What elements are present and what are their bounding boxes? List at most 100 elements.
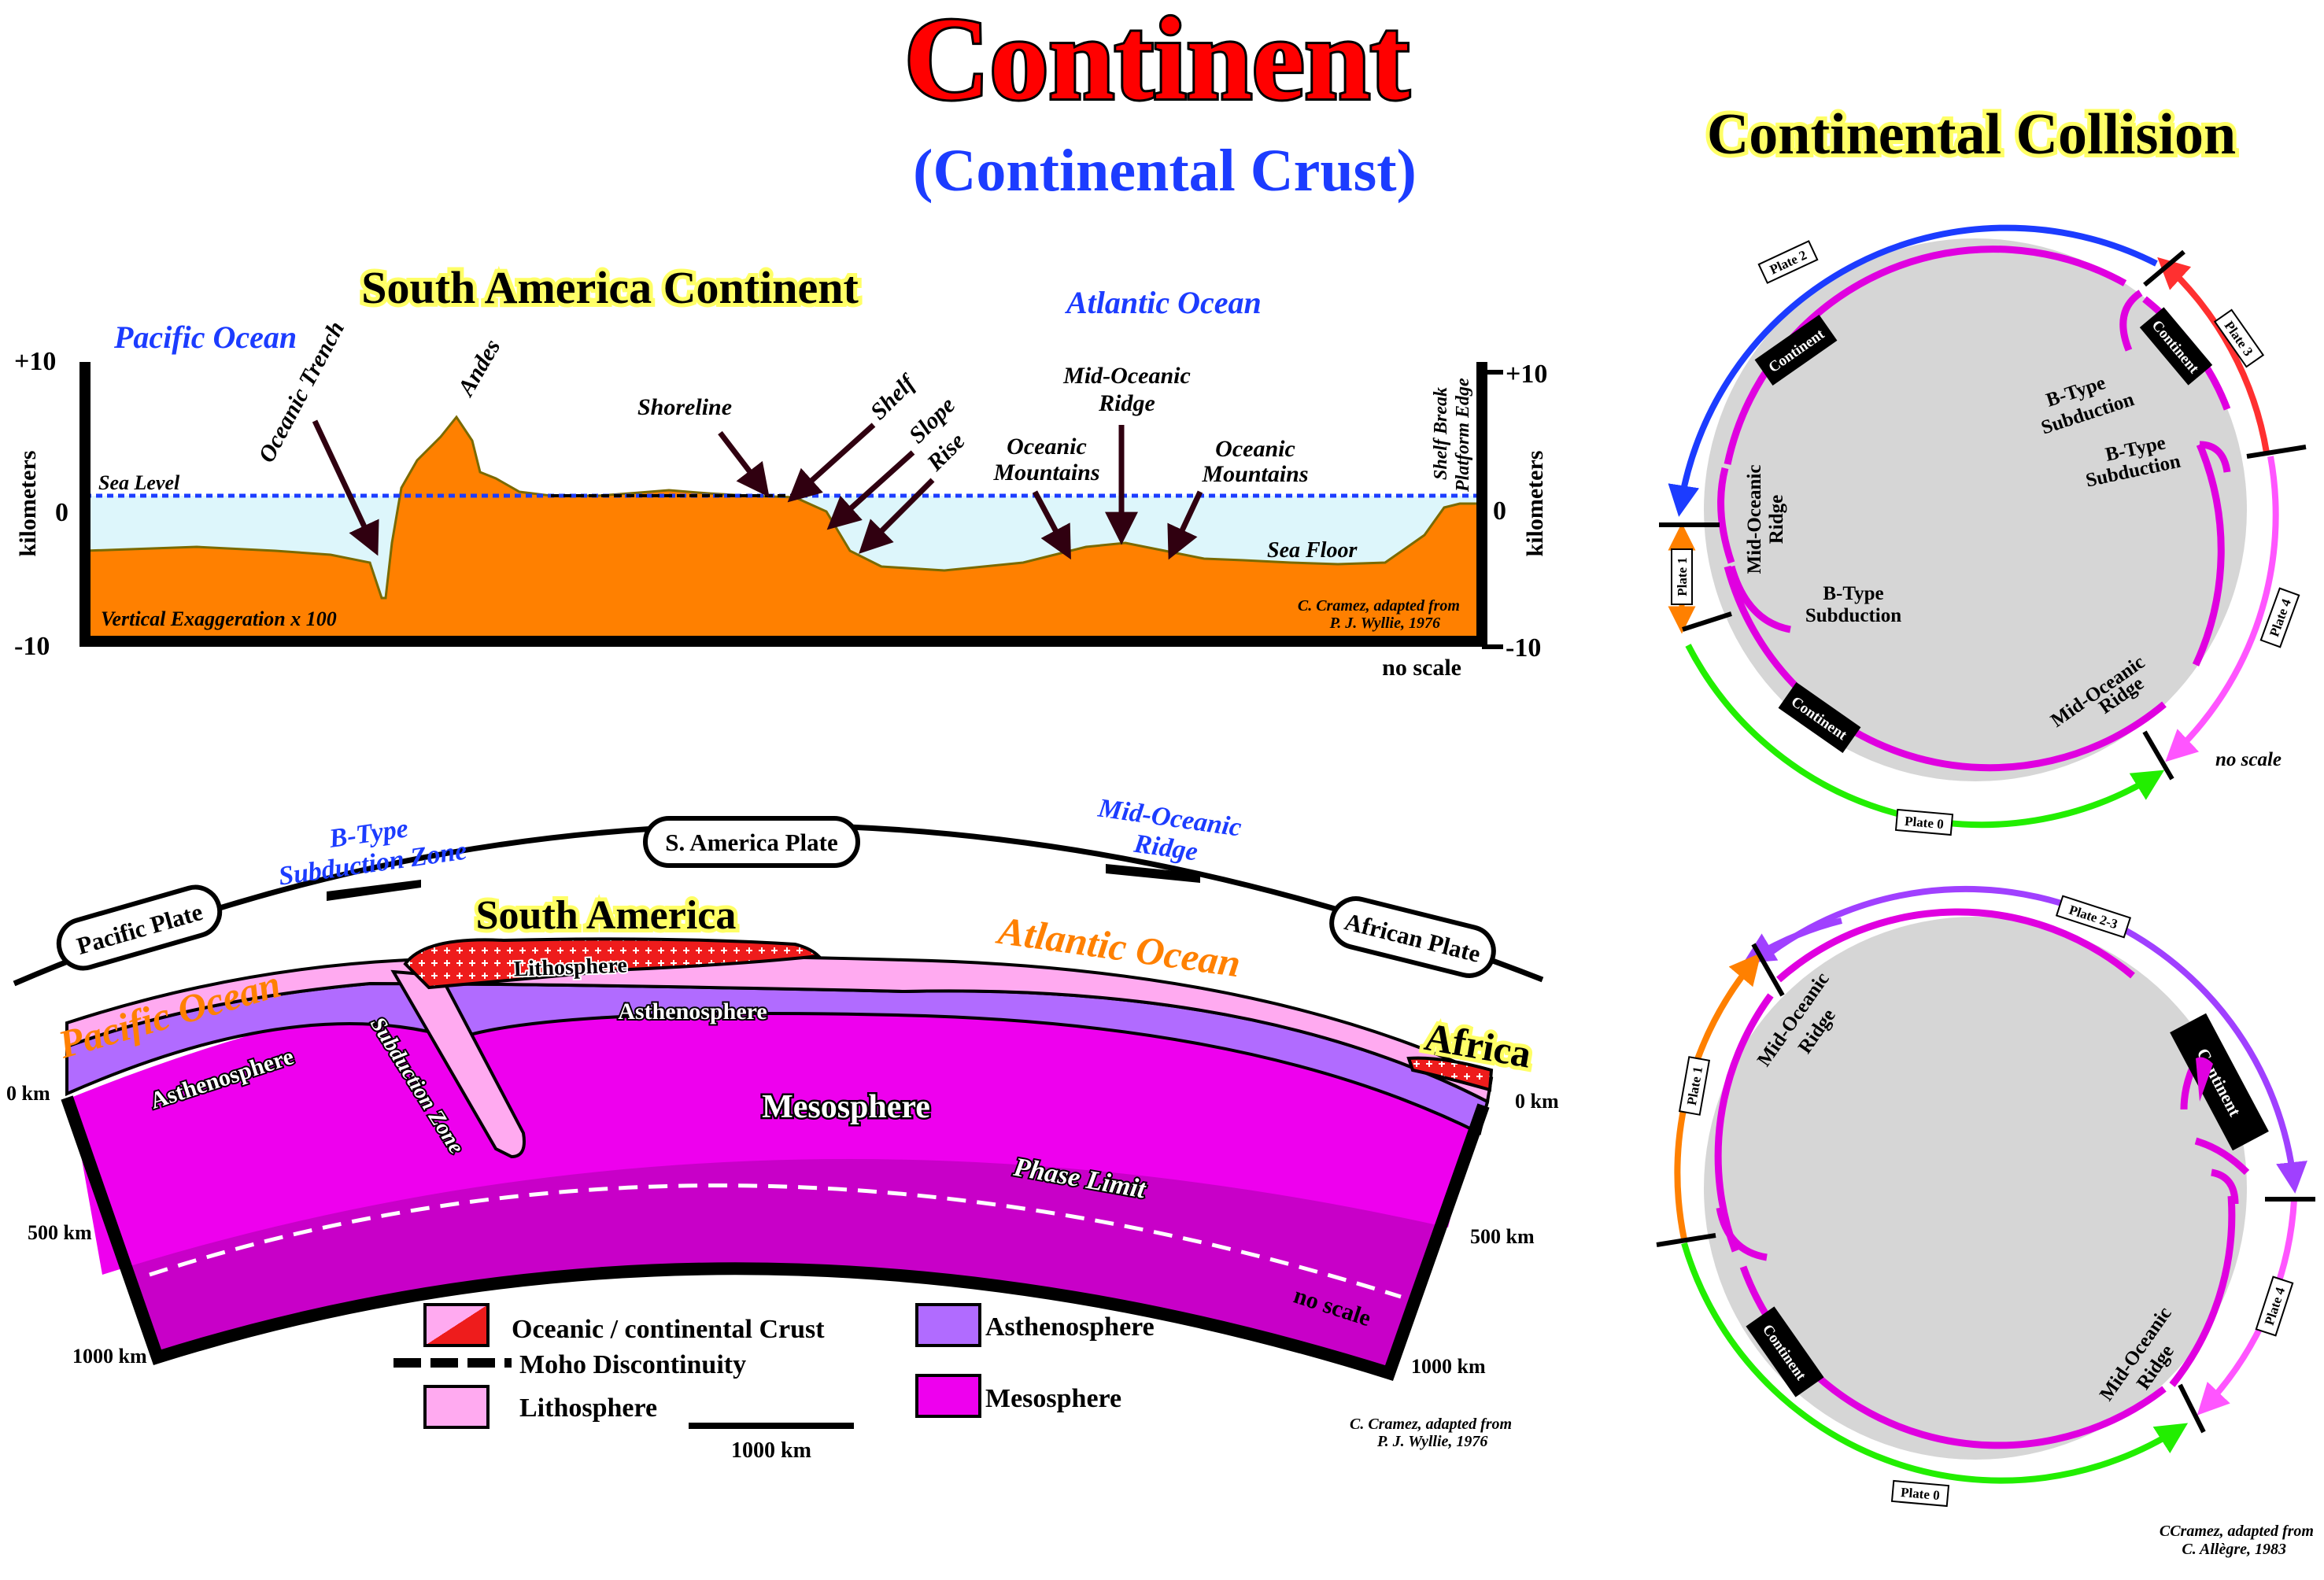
- subduction-marker: [327, 880, 421, 901]
- bottom-earth-disc: [1704, 917, 2247, 1460]
- legend-mesosphere-swatch: [915, 1374, 981, 1418]
- right-title: Continental Collision: [1707, 102, 2236, 167]
- mesosphere: [71, 962, 1480, 1275]
- bottom-plate1-box: Plate 1: [1678, 1056, 1711, 1116]
- legend-lithosphere-label: Lithosphere: [519, 1394, 657, 1423]
- om1-arrow: [1032, 490, 1071, 560]
- tick-d: [1682, 611, 1732, 632]
- legend: Oceanic / continental Crust Moho Discont…: [393, 1303, 1155, 1463]
- top-plate0-label: Plate 0: [1904, 814, 1944, 832]
- plate2-arrow: [1668, 224, 2158, 517]
- africa-continental-crust: [1406, 1056, 1494, 1092]
- top-ring-seg-c: [2192, 443, 2225, 666]
- shoreline-arrow: [718, 430, 770, 498]
- collision-bottom: Continent Continent Plate 2-3 Plate 1: [1656, 885, 2315, 1558]
- mor-label-1: Mid-Oceanic: [1062, 363, 1191, 389]
- depth-0-left: 0 km: [6, 1082, 50, 1105]
- header: Continent (Continental Crust) Continenta…: [902, 0, 2240, 205]
- asthenosphere-label-top: Asthenosphere: [618, 999, 767, 1024]
- bottom-hook-c: [2194, 1137, 2250, 1176]
- profile-credit-1: C. Cramez, adapted from: [1298, 597, 1460, 615]
- plate4-arrow: [2165, 456, 2279, 762]
- slope-arrow: [826, 450, 915, 530]
- shelf-arrow: [787, 423, 876, 503]
- bottom-plate23-box: Plate 2-3: [2055, 895, 2132, 939]
- depth-500-left: 500 km: [28, 1221, 92, 1244]
- top-hook-a: [2119, 290, 2143, 352]
- shelf-label: Shelf: [866, 369, 922, 425]
- top-btype-c-1: B-Type: [1823, 583, 1883, 604]
- section-outer-frame: [61, 1095, 1490, 1381]
- sa-plate-label: S. America Plate: [665, 829, 838, 856]
- lithosphere-label: Lithosphere: [513, 953, 627, 981]
- btick-c: [1656, 1233, 1716, 1247]
- top-plate2-box: Plate 2: [1757, 240, 1819, 284]
- mor-label-2: Ridge: [1098, 390, 1155, 416]
- top-hook-c: [1727, 565, 1791, 633]
- top-ridge-left: [1717, 467, 1735, 564]
- section-credit-2: P. J. Wyllie, 1976: [1376, 1433, 1487, 1450]
- om2-arrow: [1167, 490, 1203, 560]
- y-zero-left: 0: [55, 498, 68, 527]
- btick-d: [2178, 1383, 2206, 1434]
- sa-plate-pill: S. America Plate: [643, 816, 860, 868]
- shelf-break-label: Shelf Break: [1431, 387, 1451, 480]
- top-ring-seg-a: [1724, 245, 2127, 465]
- top-ring-seg-b: [1724, 565, 2167, 772]
- plate23-arrow-left: [1742, 917, 1842, 964]
- african-plate-pill: African Plate: [1329, 896, 1496, 978]
- btick-a: [1751, 943, 1785, 997]
- legend-mesosphere-label: Mesosphere: [985, 1384, 1121, 1413]
- ridge-marker: [1106, 864, 1200, 883]
- profile-title: South America Continent: [361, 262, 859, 313]
- tick-e: [2142, 730, 2174, 781]
- bottom-hook-b: [2210, 1168, 2239, 1205]
- legend-crust-label: Oceanic / continental Crust: [512, 1315, 825, 1344]
- andes-label: Andes: [452, 335, 505, 402]
- y-axis-label-right: kilometers: [1522, 451, 1548, 557]
- top-plate0-box: Plate 0: [1894, 808, 1954, 836]
- phase-limit-line: [149, 1183, 1402, 1299]
- section-credit-1: C. Cramez, adapted from: [1350, 1416, 1512, 1433]
- bottom-plate0-arrow: [1681, 1242, 2189, 1484]
- top-plate3-box: Plate 3: [2213, 308, 2265, 368]
- depth-1000-right: 1000 km: [1411, 1355, 1486, 1378]
- y-top-left: +10: [14, 347, 56, 376]
- depth-500-right: 500 km: [1470, 1225, 1535, 1248]
- bottom-suture-mark: [2196, 1057, 2213, 1102]
- trench-arrow: [312, 419, 379, 556]
- depth-1000-left: 1000 km: [72, 1345, 147, 1368]
- tick-a: [2143, 249, 2185, 287]
- profile-diagram: South America Continent Pacific Ocean At…: [14, 258, 1548, 681]
- legend-asthenosphere-swatch: [915, 1303, 981, 1347]
- top-earth-disc: [1704, 238, 2247, 781]
- pacific-plate-pill: Pacific Plate: [56, 884, 223, 971]
- mesosphere-label: Mesosphere: [762, 1089, 930, 1125]
- om1-label-2: Mountains: [992, 460, 1099, 485]
- y-bottom-right: -10: [1506, 633, 1541, 663]
- om2-label-2: Mountains: [1201, 461, 1308, 487]
- om1-label-1: Oceanic: [1007, 434, 1087, 460]
- profile-no-scale: no scale: [1382, 655, 1461, 681]
- profile-atlantic-label: Atlantic Ocean: [1064, 285, 1262, 320]
- cross-section: Pacific Plate S. America Plate African P…: [6, 793, 1559, 1450]
- legend-scale-label: 1000 km: [731, 1438, 811, 1463]
- collision-credit-2: C. Allègre, 1983: [2182, 1541, 2286, 1558]
- top-boundary-ticks: [1659, 249, 2307, 781]
- legend-crust-swatch: [423, 1303, 490, 1347]
- om2-label-1: Oceanic: [1215, 436, 1295, 462]
- south-america-label: South America: [476, 893, 737, 938]
- shoreline-label: Shoreline: [637, 394, 732, 420]
- profile-arrows: [312, 419, 1203, 560]
- bottom-hook-a: [1716, 1207, 1768, 1261]
- y-axis-label-left: kilometers: [15, 451, 41, 557]
- plate0-arrow: [1685, 644, 2165, 829]
- rise-arrow: [859, 478, 935, 554]
- profile-frame: [79, 362, 1487, 647]
- bottom-plate0-box: Plate 0: [1890, 1479, 1950, 1508]
- top-plate1-label: Plate 1: [1675, 557, 1690, 596]
- y-zero-right: 0: [1493, 497, 1506, 526]
- main-title: Continent: [904, 0, 1410, 124]
- y-bottom-left: -10: [14, 632, 50, 661]
